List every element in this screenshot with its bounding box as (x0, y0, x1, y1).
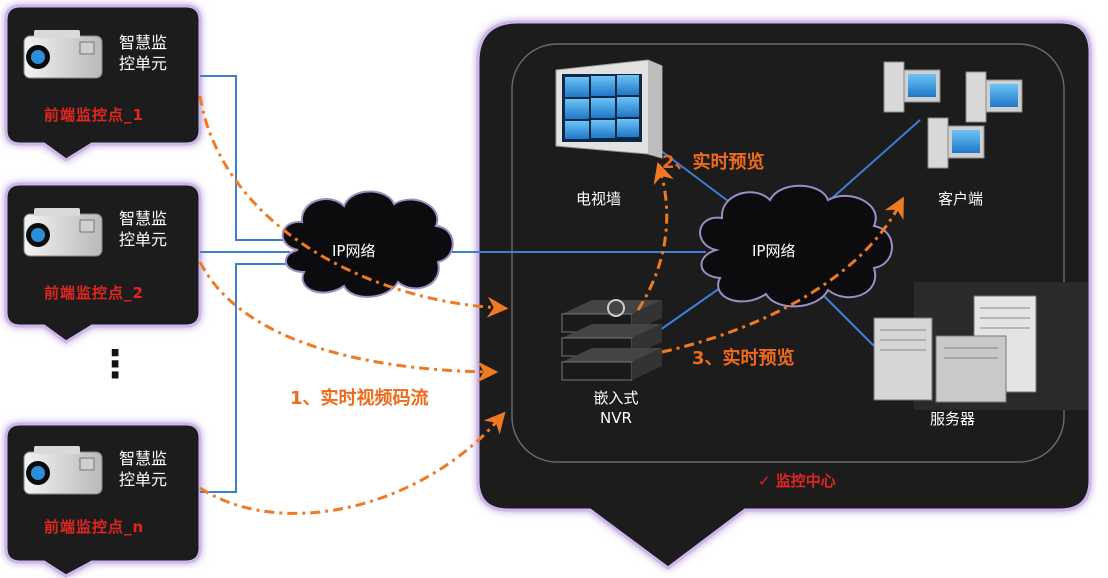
site-label: 前端监控点_2 (44, 284, 144, 302)
server-label: 服务器 (930, 410, 976, 428)
client-computers-icon (883, 61, 1023, 169)
ip-network-cloud-right (699, 184, 893, 308)
site-label: 前端监控点_1 (44, 106, 144, 124)
camera-title-line2: 控单元 (118, 230, 167, 249)
camera-unit-title: 智慧监 控单元 (108, 208, 178, 250)
camera-title-line2: 控单元 (118, 470, 167, 489)
nvr-label: 嵌入式 NVR (586, 388, 646, 428)
monitoring-center-label: ✓ 监控中心 (758, 472, 836, 490)
more-sites-ellipsis: ⋮ (96, 342, 134, 386)
camera-icon (23, 208, 103, 257)
camera-callout-1 (4, 4, 202, 162)
camera-unit-title: 智慧监 控单元 (108, 32, 178, 74)
nvr-label-line2: NVR (600, 409, 632, 427)
cloud-label-left: IP网络 (332, 242, 376, 260)
tv-wall-icon (555, 59, 663, 159)
flow-label-step1: 1、实时视频码流 (290, 388, 429, 409)
cloud-label-right: IP网络 (752, 242, 796, 260)
site-label: 前端监控点_n (44, 518, 145, 536)
nvr-label-line1: 嵌入式 (593, 389, 639, 407)
camera-title-line1: 智慧监 (118, 33, 167, 52)
video-stream-flows (198, 95, 904, 515)
flow-label-step2: 2、实时预览 (662, 152, 765, 173)
nvr-icon (561, 299, 662, 381)
camera-title-line1: 智慧监 (118, 209, 167, 228)
camera-unit-title: 智慧监 控单元 (108, 448, 178, 490)
camera-icon (23, 446, 103, 495)
clients-label: 客户端 (938, 190, 984, 208)
ip-network-cloud-left (281, 190, 454, 298)
camera-title-line2: 控单元 (118, 54, 167, 73)
camera-title-line1: 智慧监 (118, 449, 167, 468)
tv-wall-label: 电视墙 (576, 190, 622, 208)
camera-icon (23, 30, 103, 79)
flow-label-step3: 3、实时预览 (692, 348, 795, 369)
server-icon (873, 282, 1088, 410)
